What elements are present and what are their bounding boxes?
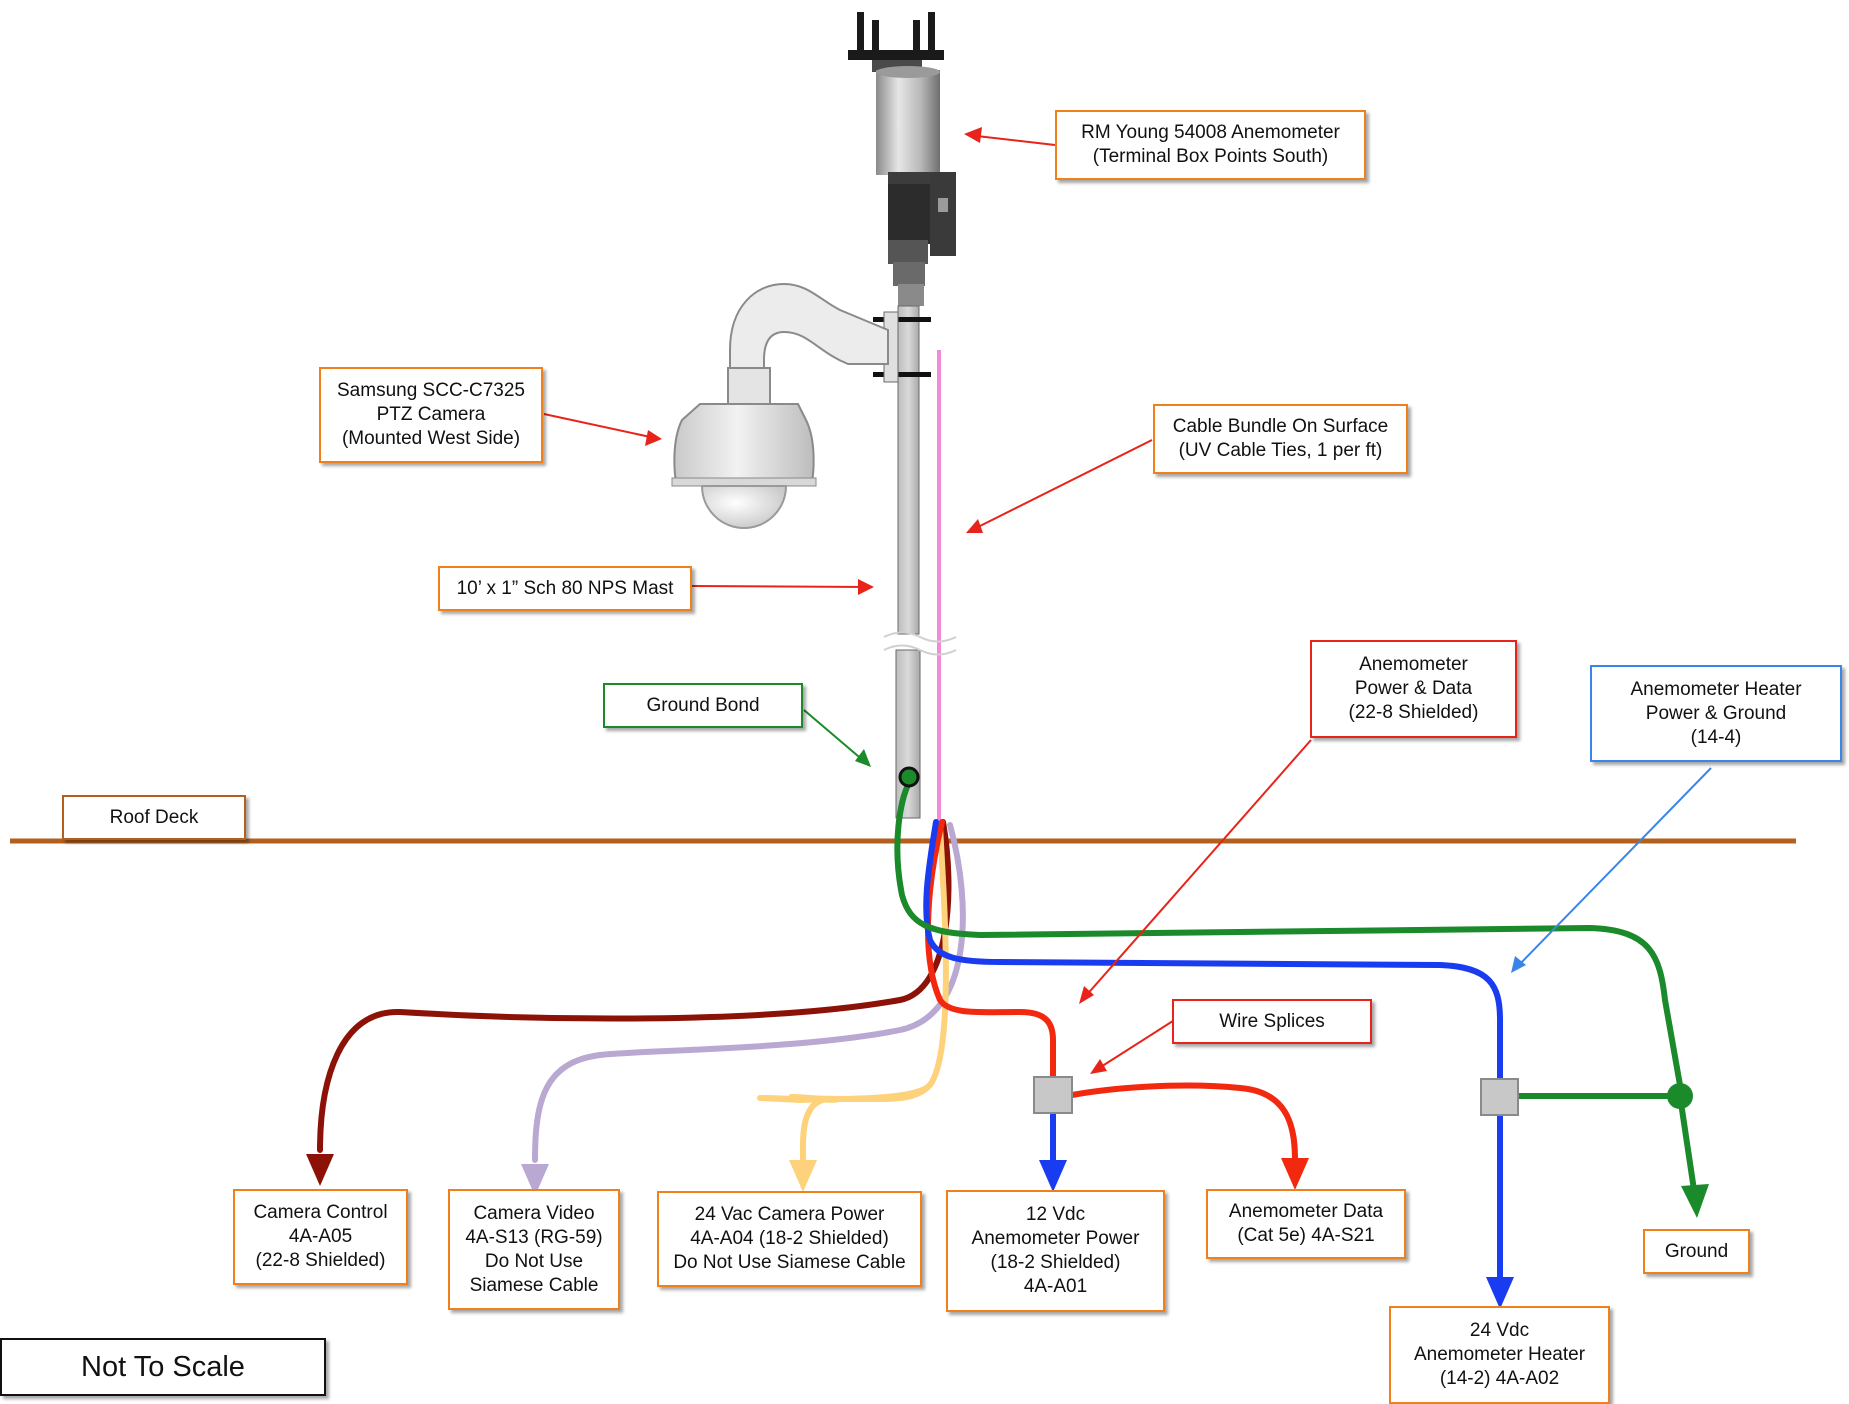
anemometer-data-cable — [1069, 1082, 1298, 1163]
cable-bundle-label: Cable Bundle On Surface (UV Cable Ties, … — [1153, 404, 1408, 474]
anemometer-power-12-label-line1: 12 Vdc — [1025, 1204, 1086, 1225]
anemometer-heater-label-line2: Power & Ground — [1645, 702, 1787, 724]
camera-power-label-line3: Do Not Use Siamese Cable — [673, 1252, 906, 1273]
ground-arrowhead — [1681, 1184, 1709, 1218]
anemometer-label-line1: RM Young 54008 Anemometer — [1081, 122, 1340, 143]
camera-label-line1: Samsung SCC-C7325 — [337, 380, 525, 401]
camera-control-arrowhead — [306, 1154, 334, 1186]
anemometer-power-data-label-line1: Anemometer — [1359, 654, 1468, 675]
heater-24-label-line1: 24 Vdc — [1469, 1320, 1530, 1341]
anemometer-power-data-label: Anemometer Power & Data (22-8 Shielded) — [1310, 640, 1517, 738]
camera-control-label: Camera Control 4A-A05 (22-8 Shielded) — [233, 1189, 408, 1285]
camera-control-label-line2: 4A-A05 — [288, 1226, 353, 1247]
camera-control-label-line1: Camera Control — [253, 1202, 388, 1223]
cable-bundle-pointer — [971, 439, 1153, 531]
anemometer-power-12-label: 12 Vdc Anemometer Power (18-2 Shielded) … — [946, 1190, 1165, 1312]
camera-power-label-line2: 4A-A04 (18-2 Shielded) — [690, 1228, 889, 1249]
anemometer-power-12-label-line3: (18-2 Shielded) — [990, 1252, 1121, 1273]
wire-splices-label-line1: Wire Splices — [1219, 1010, 1325, 1032]
ground-label: Ground — [1643, 1229, 1750, 1274]
anemometer-data-label-line1: Anemometer Data — [1228, 1201, 1384, 1222]
anemometer-data-label-line2: (Cat 5e) 4A-S21 — [1237, 1225, 1375, 1246]
mast-upper — [897, 305, 920, 635]
ground-junction — [1667, 1083, 1693, 1109]
ground-bond-point — [898, 766, 920, 788]
heater-24-label-line3: (14-2) 4A-A02 — [1439, 1368, 1560, 1389]
break-marks — [883, 631, 957, 656]
camera-power-cable — [757, 823, 949, 1103]
anemometer-label-line2: (Terminal Box Points South) — [1092, 146, 1329, 167]
anemometer-illustration — [848, 12, 956, 306]
anemometer-heater-label-line1: Anemometer Heater — [1630, 678, 1802, 700]
ground-bond-label: Ground Bond — [603, 683, 803, 728]
anemometer-pointer — [967, 134, 1056, 146]
camera-video-label-line4: Siamese Cable — [469, 1274, 599, 1296]
anemometer-heater-label: Anemometer Heater Power & Ground (14-4) — [1590, 665, 1842, 762]
heater-24-arrowhead — [1486, 1277, 1514, 1309]
anemometer-power-data-label-line3: (22-8 Shielded) — [1348, 702, 1479, 723]
heater-24-label-line2: Anemometer Heater — [1413, 1344, 1586, 1365]
camera-label-line3: (Mounted West Side) — [341, 428, 521, 449]
camera-video-label: Camera Video 4A-S13 (RG-59) Do Not Use S… — [448, 1189, 620, 1310]
not-to-scale-label-line1: Not To Scale — [81, 1351, 245, 1383]
splice-box-power — [1033, 1076, 1073, 1114]
camera-pointer — [543, 413, 656, 439]
power-data-pointer — [1083, 739, 1312, 999]
ground-cable — [894, 780, 1683, 1088]
roof-deck-label: Roof Deck — [62, 795, 246, 840]
cable-bundle-label-line2: (UV Cable Ties, 1 per ft) — [1178, 440, 1383, 461]
cables — [317, 780, 1697, 1288]
anemometer-power-data-label-line2: Power & Data — [1354, 678, 1473, 699]
camera-video-arrowhead — [521, 1164, 549, 1196]
wire-splices-pointer — [1095, 1018, 1177, 1071]
mount-strap-top — [873, 317, 931, 322]
anemometer-power-12-label-line4: 4A-A01 — [1023, 1276, 1088, 1297]
roof-deck-label-line1: Roof Deck — [109, 806, 199, 828]
anemometer-data-label: Anemometer Data (Cat 5e) 4A-S21 — [1206, 1189, 1406, 1259]
camera-power-arrowhead — [789, 1160, 817, 1192]
anemometer-power-12-arrowhead — [1039, 1160, 1067, 1192]
ground-label-line1: Ground — [1664, 1240, 1729, 1262]
ground-bond-pointer — [803, 709, 866, 763]
splice-box-heater — [1480, 1078, 1519, 1116]
mast-pointer — [691, 585, 869, 588]
anemometer-heater-label-line3: (14-4) — [1690, 726, 1742, 748]
heater-pointer — [1515, 767, 1712, 969]
anemometer-label: RM Young 54008 Anemometer (Terminal Box … — [1055, 110, 1366, 180]
camera-video-label-line2: 4A-S13 (RG-59) — [465, 1226, 603, 1248]
camera-label-line2: PTZ Camera — [376, 404, 486, 425]
heater-24-label: 24 Vdc Anemometer Heater (14-2) 4A-A02 — [1389, 1306, 1610, 1404]
cable-bundle-label-line1: Cable Bundle On Surface — [1172, 416, 1389, 437]
camera-power-label: 24 Vac Camera Power 4A-A04 (18-2 Shielde… — [657, 1191, 922, 1287]
camera-power-label-line1: 24 Vac Camera Power — [694, 1204, 885, 1225]
camera-label: Samsung SCC-C7325 PTZ Camera (Mounted We… — [319, 367, 543, 463]
not-to-scale-label: Not To Scale — [0, 1338, 326, 1396]
camera-video-label-line3: Do Not Use — [484, 1250, 584, 1272]
anemometer-data-arrowhead — [1281, 1158, 1309, 1190]
ptz-camera-illustration — [671, 282, 889, 529]
mount-strap-bottom — [873, 372, 931, 377]
mast-label: 10’ x 1” Sch 80 NPS Mast — [438, 566, 692, 611]
mast-label-line1: 10’ x 1” Sch 80 NPS Mast — [456, 577, 674, 599]
pointer-arrows — [543, 127, 1712, 1074]
anemometer-power-12-label-line2: Anemometer Power — [971, 1228, 1140, 1249]
camera-control-label-line3: (22-8 Shielded) — [255, 1250, 386, 1271]
anemometer-heater-cable — [923, 819, 1503, 1085]
ground-bond-label-line1: Ground Bond — [646, 694, 760, 716]
cable-arrowheads — [306, 1154, 1709, 1309]
anemometer-power-data-cable — [924, 819, 1056, 1085]
camera-video-cable — [532, 822, 966, 1163]
wire-splices-label: Wire Splices — [1172, 999, 1372, 1044]
camera-video-label-line1: Camera Video — [473, 1202, 595, 1224]
ground-down-line — [1677, 1093, 1697, 1193]
